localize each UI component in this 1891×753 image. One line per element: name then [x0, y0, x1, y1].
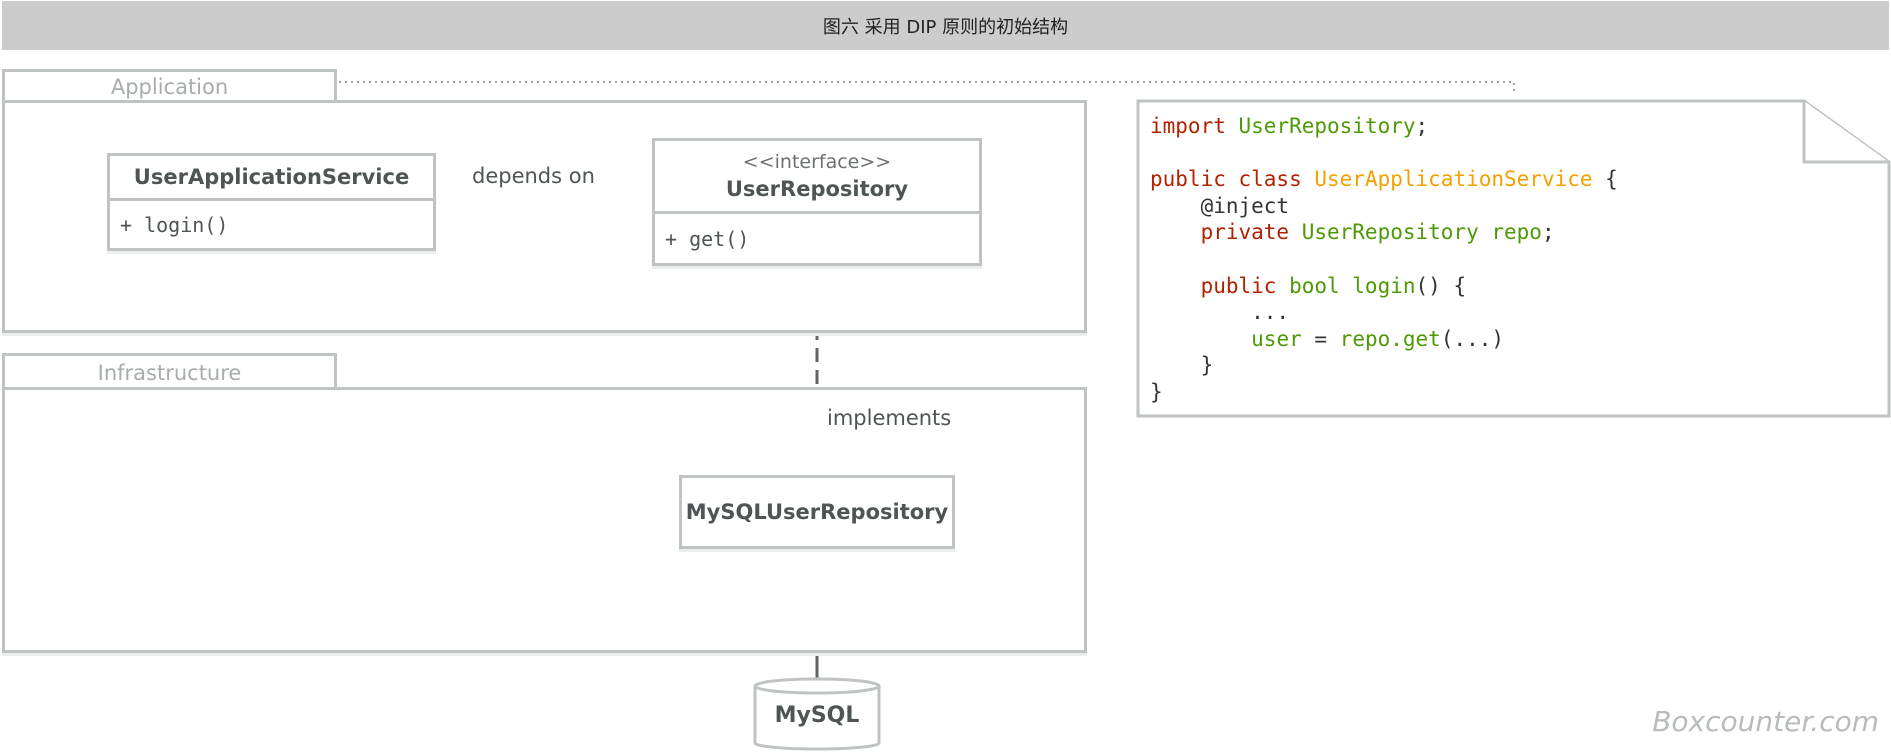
code-token: = [1301, 326, 1340, 351]
code-token: ; [1415, 114, 1429, 138]
mysql-cylinder-icon [753, 677, 881, 751]
diagram-title: 图六 采用 DIP 原则的初始结构 [2, 1, 1889, 50]
code-token: } [1150, 379, 1163, 404]
application-package-label: Application [110, 75, 229, 99]
mysql-user-repository-name: MySQLUserRepository [685, 500, 949, 524]
code-line: public class UserApplicationService { [1150, 166, 1618, 193]
code-snippet: import UserRepository; public class UserA… [1150, 113, 1618, 406]
user-repository-interface: <<interface>> UserRepository + get() [652, 138, 982, 266]
code-token: UserRepository [1238, 114, 1416, 138]
login-method: + login() [120, 212, 229, 237]
code-token: ... [1150, 300, 1290, 325]
code-line: } [1150, 379, 1618, 406]
code-token: public class [1150, 167, 1315, 192]
code-line: private UserRepository repo; [1150, 219, 1618, 246]
code-token: ; [1541, 220, 1555, 245]
code-token: @inject [1150, 193, 1290, 218]
interface-stereotype: <<interface>> [742, 151, 892, 173]
application-package-tab: Application [2, 69, 337, 102]
code-line: user = repo.get(...) [1150, 326, 1618, 353]
boxcounter-watermark: Boxcounter.com [1652, 705, 1879, 738]
user-application-service-class: UserApplicationService + login() [107, 153, 436, 251]
code-note-fold [1802, 101, 1889, 164]
code-token: } [1150, 353, 1214, 378]
implements-label: implements [827, 406, 952, 430]
code-token: bool login [1289, 273, 1416, 298]
infrastructure-package [2, 387, 1087, 653]
code-token: UserApplicationService [1314, 167, 1593, 192]
code-line: ... [1150, 299, 1618, 326]
code-token [1150, 327, 1251, 351]
code-line: } [1150, 352, 1618, 379]
mysql-user-repository-class: MySQLUserRepository [679, 475, 955, 549]
get-method: + get() [665, 226, 750, 251]
infrastructure-package-label: Infrastructure [97, 360, 242, 385]
code-line [1150, 246, 1618, 273]
code-token: public [1150, 273, 1290, 298]
code-line [1150, 140, 1618, 167]
code-token: UserRepository repo [1301, 220, 1542, 245]
code-line: @inject [1150, 193, 1618, 220]
infrastructure-package-tab: Infrastructure [2, 353, 337, 389]
code-token: (...) [1440, 326, 1505, 351]
depends-on-label: depends on [472, 164, 595, 188]
code-token: user [1251, 326, 1302, 351]
code-token: () { [1415, 273, 1467, 298]
user-repository-name: UserRepository [725, 177, 909, 201]
code-line: public bool login() { [1150, 273, 1618, 300]
code-note-shape [1136, 99, 1891, 418]
mysql-database-label: MySQL [774, 703, 860, 728]
code-token: private [1150, 220, 1302, 245]
user-application-service-name: UserApplicationService [133, 165, 410, 189]
code-token: import [1150, 114, 1239, 138]
code-token: { [1592, 167, 1618, 192]
code-token: repo.get [1339, 326, 1441, 351]
code-line: import UserRepository; [1150, 113, 1618, 140]
